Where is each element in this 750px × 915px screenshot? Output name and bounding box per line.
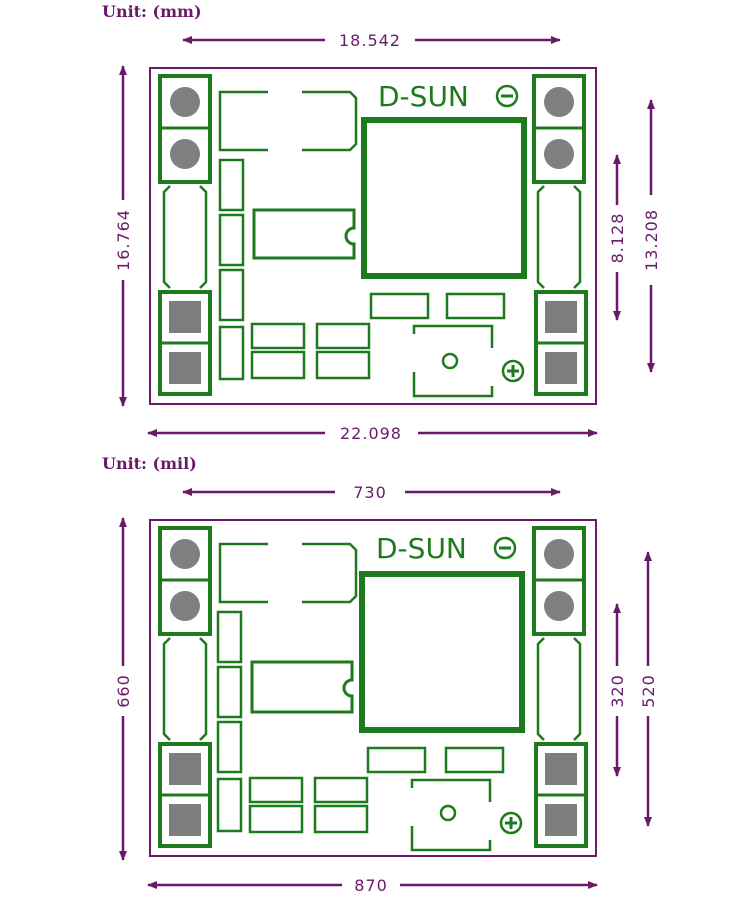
component-outline-top <box>218 542 358 604</box>
square-pad <box>169 753 201 785</box>
component-outline-right <box>536 185 582 289</box>
dimension-bottom-label: 870 <box>354 876 388 895</box>
dimension-bottom: 22.098 <box>147 424 598 443</box>
pad-block-bottom-right <box>534 742 588 848</box>
unit-label: Unit: (mm) <box>102 2 202 21</box>
component-outline-bottom <box>412 324 494 398</box>
dimension-top: 18.542 <box>182 31 561 50</box>
component-outline-left <box>162 637 208 741</box>
square-pad <box>545 352 577 384</box>
round-pad <box>544 591 574 621</box>
inductor <box>361 117 527 279</box>
minus-icon <box>495 84 519 108</box>
component-outline-right <box>536 637 582 741</box>
dimension-right-outer-label: 520 <box>639 674 658 708</box>
dimension-left: 16.764 <box>114 65 133 407</box>
ic-chip <box>252 208 356 260</box>
round-pad <box>170 139 200 169</box>
dimension-right-outer: 13.208 <box>642 99 661 373</box>
round-pad <box>544 87 574 117</box>
dimension-left-label: 660 <box>114 674 133 708</box>
pad-block-top-left <box>158 74 212 184</box>
smd-column <box>218 158 245 381</box>
inductor <box>359 571 525 733</box>
component-outline-top <box>218 90 358 152</box>
round-pad <box>544 539 574 569</box>
round-pad <box>544 139 574 169</box>
square-pad <box>545 753 577 785</box>
smd-row <box>250 292 506 380</box>
pad-block-bottom-left <box>158 742 212 848</box>
dimension-bottom: 870 <box>147 876 598 895</box>
dimension-right-inner-label: 8.128 <box>608 213 627 264</box>
dimension-top-label: 730 <box>353 483 387 502</box>
pad-block-top-left <box>158 526 212 636</box>
dimension-right-inner: 320 <box>608 603 627 777</box>
dimension-left-label: 16.764 <box>114 209 133 271</box>
brand-label: D-SUN <box>376 532 467 565</box>
pcb-board: D-SUN <box>149 67 597 405</box>
square-pad <box>169 352 201 384</box>
dimension-right-outer-label: 13.208 <box>642 209 661 271</box>
pad-block-bottom-right <box>534 290 588 396</box>
round-pad <box>170 87 200 117</box>
plus-icon <box>501 359 525 383</box>
round-pad <box>170 591 200 621</box>
dimension-right-inner-label: 320 <box>608 674 627 708</box>
minus-icon <box>493 536 517 560</box>
square-pad <box>169 301 201 333</box>
pad-block-top-right <box>532 526 586 636</box>
plus-icon <box>499 811 523 835</box>
pad-block-top-right <box>532 74 586 184</box>
component-outline-left <box>162 185 208 289</box>
dimension-right-outer: 520 <box>639 551 658 827</box>
diagram-mil: Unit: (mil) 730 870 660 320 520 <box>102 454 658 895</box>
dimension-left: 660 <box>114 517 133 861</box>
smd-row <box>248 746 505 834</box>
dimension-top: 730 <box>182 483 561 502</box>
ic-chip <box>250 660 354 714</box>
smd-column <box>216 610 243 833</box>
square-pad <box>545 804 577 836</box>
square-pad <box>545 301 577 333</box>
unit-label: Unit: (mil) <box>102 454 197 473</box>
dimension-top-label: 18.542 <box>339 31 401 50</box>
round-pad <box>170 539 200 569</box>
dimension-right-inner: 8.128 <box>608 154 627 321</box>
pcb-board: D-SUN <box>149 519 597 857</box>
dimension-bottom-label: 22.098 <box>340 424 402 443</box>
pad-block-bottom-left <box>158 290 212 396</box>
square-pad <box>169 804 201 836</box>
brand-label: D-SUN <box>378 80 469 113</box>
diagram-mm: Unit: (mm) 18.542 22.098 16.764 8.128 <box>102 2 661 443</box>
component-outline-bottom <box>410 778 492 852</box>
